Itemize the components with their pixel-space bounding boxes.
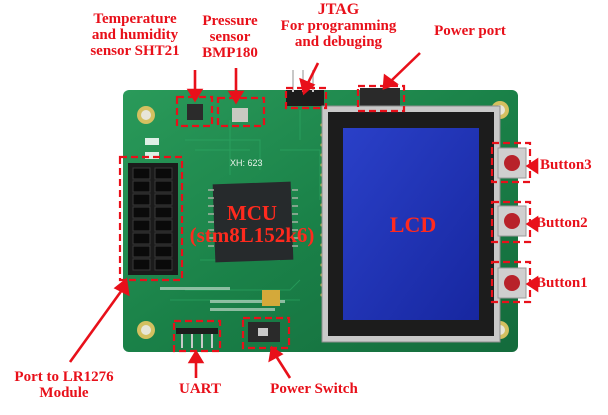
- power-switch-box: [241, 316, 291, 350]
- uart-pins: [176, 328, 218, 348]
- label-lcd: LCD: [389, 212, 437, 237]
- power-port-connector: [360, 88, 400, 106]
- label-temperature-sensor: Temperature and humidity sensor SHT21: [90, 11, 180, 59]
- label-jtag: JTAG For programming and debuging: [280, 1, 397, 50]
- callout-arrows: [68, 52, 539, 379]
- label-uart: UART: [179, 381, 221, 397]
- uart-box: [172, 319, 222, 353]
- bmp180-box: [216, 96, 266, 128]
- buttons-column: [497, 147, 527, 299]
- lr1276-box: [118, 155, 184, 282]
- power-port-box: [356, 84, 406, 113]
- label-lr1276-port: Port to LR1276 Module: [14, 369, 114, 401]
- jtag-box: [284, 86, 328, 110]
- lcd-module: [321, 105, 501, 343]
- board-id-silkscreen: XH: 623: [230, 158, 263, 168]
- label-power-switch: Power Switch: [270, 381, 358, 397]
- label-power-port: Power port: [434, 23, 506, 39]
- label-button3: Button3: [540, 157, 592, 173]
- mcu-chip: [208, 181, 298, 263]
- label-mcu: MCU (stm8L152k6): [189, 201, 315, 248]
- label-pressure-sensor: Pressure sensor BMP180: [202, 13, 258, 61]
- label-button1: Button1: [536, 275, 588, 291]
- callout-boxes: [118, 84, 532, 353]
- power-switch: [248, 290, 280, 342]
- button3-box: [490, 141, 532, 184]
- sht21-sensor: [187, 104, 203, 120]
- label-button2: Button2: [536, 215, 588, 231]
- bmp180-sensor: [232, 108, 248, 122]
- lr1276-header: [128, 163, 178, 275]
